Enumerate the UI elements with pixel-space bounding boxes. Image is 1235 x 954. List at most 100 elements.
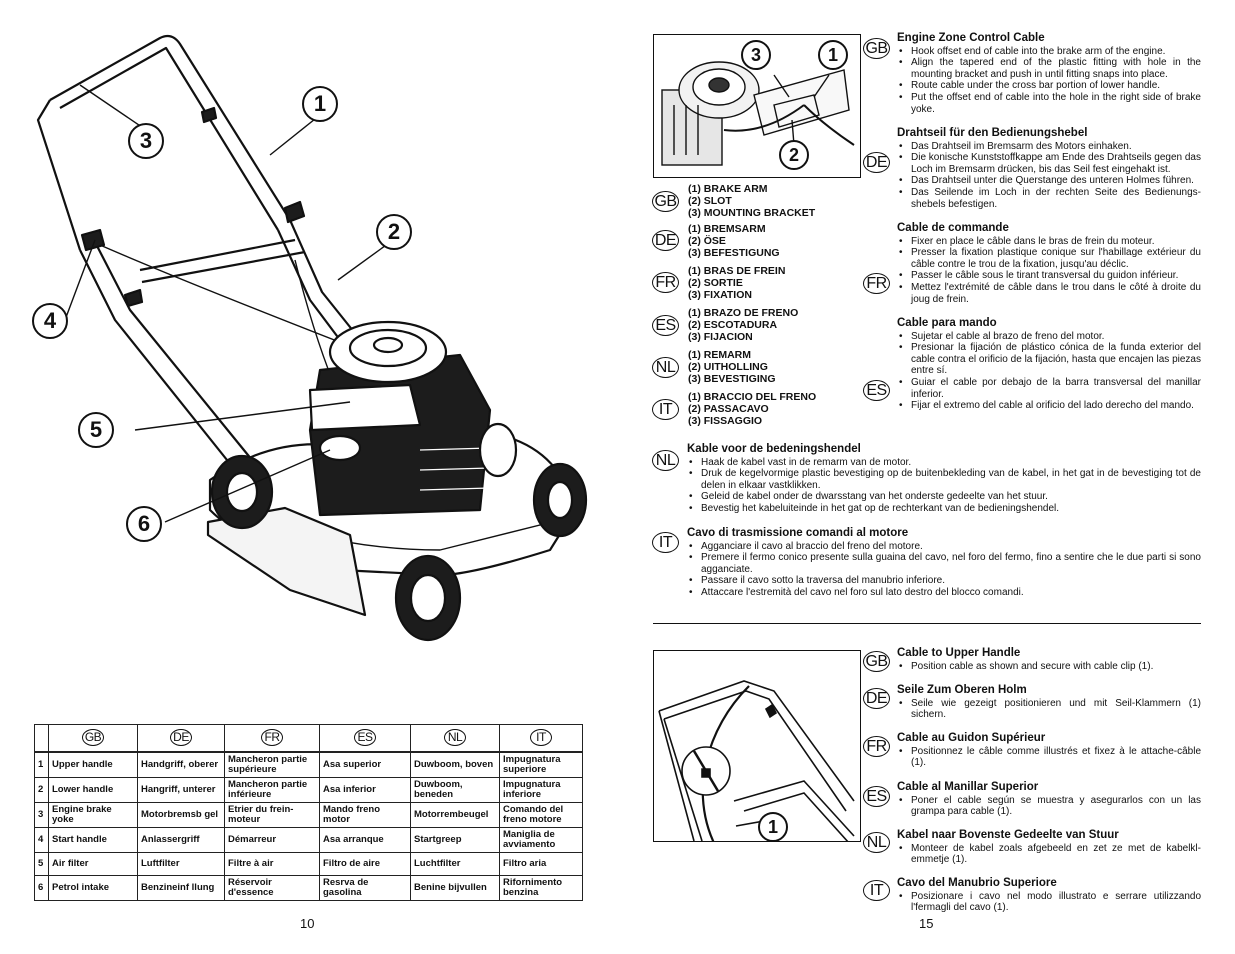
legend-badge-gb: GB (652, 191, 679, 212)
legend-line: (2) ÖSE (688, 235, 726, 247)
list-item: Die konische Kunststoffkappe am Ende des… (897, 152, 1201, 175)
legend-badge-fr: FR (652, 272, 679, 293)
fig1-callout-3: 3 (741, 40, 771, 70)
table-cell: Resrva de gasolina (319, 874, 411, 901)
table-cell: Engine brake yoke (48, 801, 138, 828)
table-cell: Benine bijvullen (410, 874, 500, 901)
table-cell: Mando freno motor (319, 801, 411, 828)
legend-es: (1) BRAZO DE FRENO (2) ESCOTADURA (3) FI… (688, 307, 798, 343)
section-title: Cable para mando (897, 317, 997, 329)
list-item: Premere il fermo conico presente sulla g… (687, 552, 1201, 575)
fig1-callout-2: 2 (779, 140, 809, 170)
section-badge-fr: FR (863, 273, 890, 294)
table-cell: Impugnatura inferiore (499, 776, 583, 803)
list-item: Positionnez le câble comme illustrés et … (897, 746, 1201, 769)
table-cell: Duwboom, beneden (410, 776, 500, 803)
handle-badge-it: IT (863, 880, 890, 901)
section-engine-fr: Cable de commande Fixer en place le câbl… (897, 222, 1201, 305)
legend-it: (1) BRACCIO DEL FRENO (2) PASSACAVO (3) … (688, 391, 816, 427)
list-item: Presionar la fijación de plástico cónica… (897, 342, 1201, 377)
upper-handle-figure (653, 650, 861, 842)
table-cell: Asa arranque (319, 826, 411, 853)
legend-line: (1) BRACCIO DEL FRENO (688, 391, 817, 403)
table-cell: Handgriff, oberer (137, 751, 225, 778)
list-item: Route cable under the cross bar portion … (897, 80, 1201, 92)
section-handle-it: Cavo del Manubrio Superiore Posizionare … (897, 877, 1201, 914)
table-cell: Mancheron partie inférieure (224, 776, 320, 803)
legend-fr: (1) BRAS DE FREIN (2) SORTIE (3) FIXATIO… (688, 265, 785, 301)
page-number-right: 15 (919, 916, 934, 931)
legend-line: (2) SORTIE (688, 277, 743, 289)
handle-badge-nl: NL (863, 832, 890, 853)
list-item: Haak de kabel vast in de remarm van de m… (687, 457, 1201, 469)
row-number: 2 (34, 776, 49, 803)
row-number: 3 (34, 801, 49, 828)
section-badge-de: DE (863, 152, 890, 173)
table-cell: Petrol intake (48, 874, 138, 901)
section-title: Cable al Manillar Superior (897, 781, 1039, 793)
section-handle-de: Seile Zum Oberen Holm Seile wie gezeigt … (897, 684, 1201, 721)
table-cell: Motorbremsb gel (137, 801, 225, 828)
table-cell: Mancheron partie supérieure (224, 751, 320, 778)
legend-badge-es: ES (652, 315, 679, 336)
section-handle-es: Cable al Manillar Superior Poner el cabl… (897, 781, 1201, 818)
table-cell: Motorrembeugel (410, 801, 500, 828)
row-number: 4 (34, 826, 49, 853)
list-item: Das Seilende im Loch in der rechten Seit… (897, 187, 1201, 210)
legend-line: (3) FIJACION (688, 331, 753, 343)
upper-handle-illustration (658, 680, 855, 841)
list-item: Fixer en place le câble dans le bras de … (897, 236, 1201, 248)
legend-line: (1) REMARM (688, 349, 751, 361)
handle-badge-es: ES (863, 786, 890, 807)
page-number-left: 10 (300, 916, 315, 931)
list-item: Poner el cable según se muestra y asegur… (897, 795, 1201, 818)
table-cell: Asa superior (319, 751, 411, 778)
lang-badge-nl: NL (444, 729, 466, 747)
table-cell: Impugnatura superiore (499, 751, 583, 778)
table-cell: Upper handle (48, 751, 138, 778)
legend-gb: (1) BRAKE ARM (2) SLOT (3) MOUNTING BRAC… (688, 183, 815, 219)
legend-line: (2) SLOT (688, 195, 732, 207)
legend-line: (3) FISSAGGIO (688, 415, 763, 427)
table-cell: Asa inferior (319, 776, 411, 803)
table-cell: Anlassergriff (137, 826, 225, 853)
list-item: Druk de kegelvormige plastic bevestiging… (687, 468, 1201, 491)
table-cell: Benzineinf llung (137, 874, 225, 901)
list-item: Das Drahtseil im Bremsarm des Motors ein… (897, 141, 1201, 153)
legend-line: (1) BRAZO DE FRENO (688, 307, 799, 319)
section-title: Kabel naar Bovenste Gedeelte van Stuur (897, 829, 1119, 841)
section-badge-es: ES (863, 380, 890, 401)
callout-3: 3 (128, 123, 164, 159)
table-cell: Air filter (48, 851, 138, 876)
list-item: Passer le câble sous le tirant transvers… (897, 270, 1201, 282)
legend-line: (2) UITHOLLING (688, 361, 768, 373)
list-item: Bevestig het kabeluiteinde in het gat op… (687, 503, 1201, 515)
section-title: Drahtseil für den Bedienungshebel (897, 127, 1088, 139)
list-item: Align the tapered end of the plastic fit… (897, 57, 1201, 80)
legend-line: (3) BEVESTIGING (688, 373, 776, 385)
legend-line: (3) MOUNTING BRACKET (688, 207, 816, 219)
list-item: Fijar el extremo del cable al orificio d… (897, 400, 1201, 412)
section-handle-fr: Cable au Guidon Supérieur Positionnez le… (897, 732, 1201, 769)
lang-badge-de: DE (170, 729, 192, 747)
legend-badge-nl: NL (652, 357, 679, 378)
section-title: Engine Zone Control Cable (897, 32, 1045, 44)
table-row: 3 Engine brake yoke Motorbremsb gel Etri… (34, 801, 583, 828)
table-cell: Lower handle (48, 776, 138, 803)
table-cell: Luftfilter (137, 851, 225, 876)
section-engine-de: Drahtseil für den Bedienungshebel Das Dr… (897, 127, 1201, 210)
list-item: Agganciare il cavo al braccio del freno … (687, 541, 1201, 553)
table-row: 5 Air filter Luftfilter Filtre à air Fil… (34, 851, 583, 876)
table-cell: Etrier du frein-moteur (224, 801, 320, 828)
row-number: 5 (34, 851, 49, 876)
table-row: 2 Lower handle Hangriff, unterer Mancher… (34, 776, 583, 803)
table-cell: Luchtfilter (410, 851, 500, 876)
table-header-row: GB DE FR ES NL IT (34, 724, 583, 753)
section-title: Cavo del Manubrio Superiore (897, 877, 1057, 889)
legend-line: (1) BRAKE ARM (688, 183, 768, 195)
section-engine-it: Cavo di trasmissione comandi al motore A… (687, 527, 1201, 599)
callout-2: 2 (376, 214, 412, 250)
lang-badge-it: IT (530, 729, 552, 747)
section-badge-gb: GB (863, 38, 890, 59)
table-cell: Start handle (48, 826, 138, 853)
